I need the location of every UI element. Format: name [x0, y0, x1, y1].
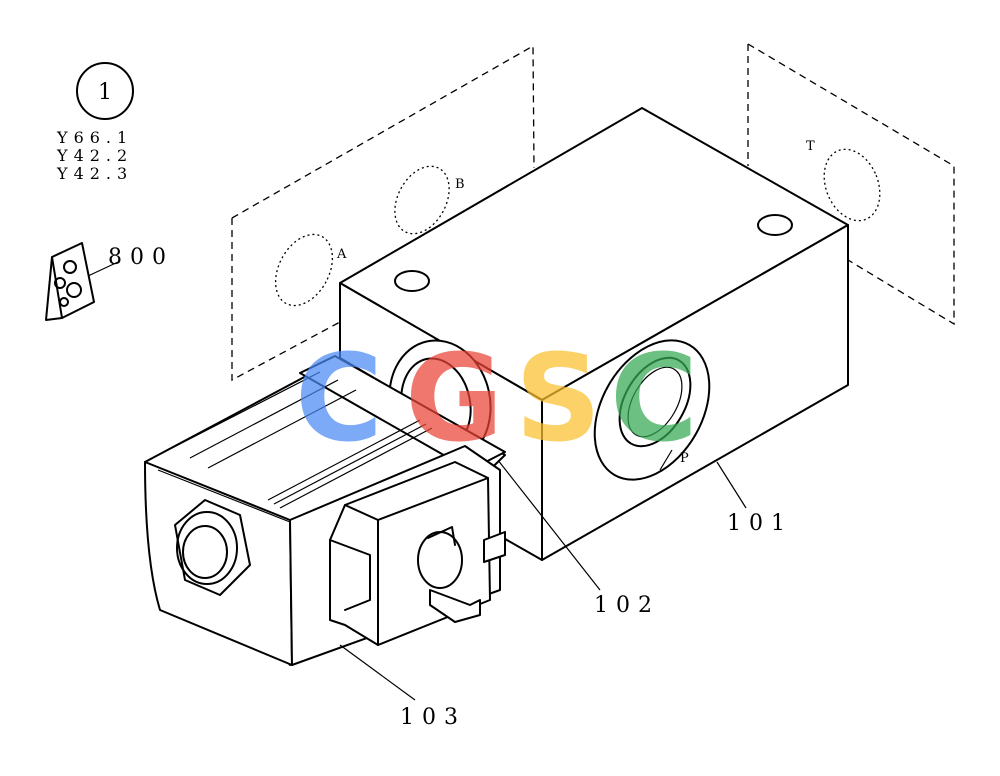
reference-circle: [76, 62, 134, 120]
terminal-pin-upper: [483, 531, 506, 563]
callout-800: 800: [108, 245, 174, 270]
mounting-hole-left: [394, 270, 430, 292]
port-label-b: B: [455, 177, 465, 192]
watermark-letter-1: C: [295, 330, 383, 469]
callout-101: 101: [727, 511, 793, 536]
callout-103: 103: [400, 705, 466, 730]
watermark-letter-2: G: [405, 330, 504, 469]
reference-block: 1 Y66.1 Y42.2 Y42.3: [56, 62, 134, 183]
solenoid-coil: [144, 355, 506, 701]
watermark-letter-3: S: [515, 330, 601, 469]
hex-nut: [174, 499, 251, 596]
watermark: C G S C: [295, 330, 698, 469]
reference-code-3: Y42.3: [56, 164, 133, 183]
reference-code-2: Y42.2: [56, 146, 133, 165]
mounting-hole-right: [757, 214, 793, 236]
watermark-letter-4: C: [610, 330, 698, 469]
seal-kit-icon: [45, 242, 119, 321]
port-label-p: P: [680, 451, 689, 466]
reference-number: 1: [98, 80, 112, 105]
callout-102: 102: [594, 593, 660, 618]
port-p-outer: [593, 339, 711, 481]
port-label-t: T: [806, 139, 815, 154]
mounting-plane-left: [231, 44, 535, 382]
port-p-inner: [618, 356, 692, 448]
terminal-pin-lower: [429, 589, 481, 623]
port-label-a: A: [336, 247, 347, 262]
reference-code-1: Y66.1: [56, 128, 133, 147]
